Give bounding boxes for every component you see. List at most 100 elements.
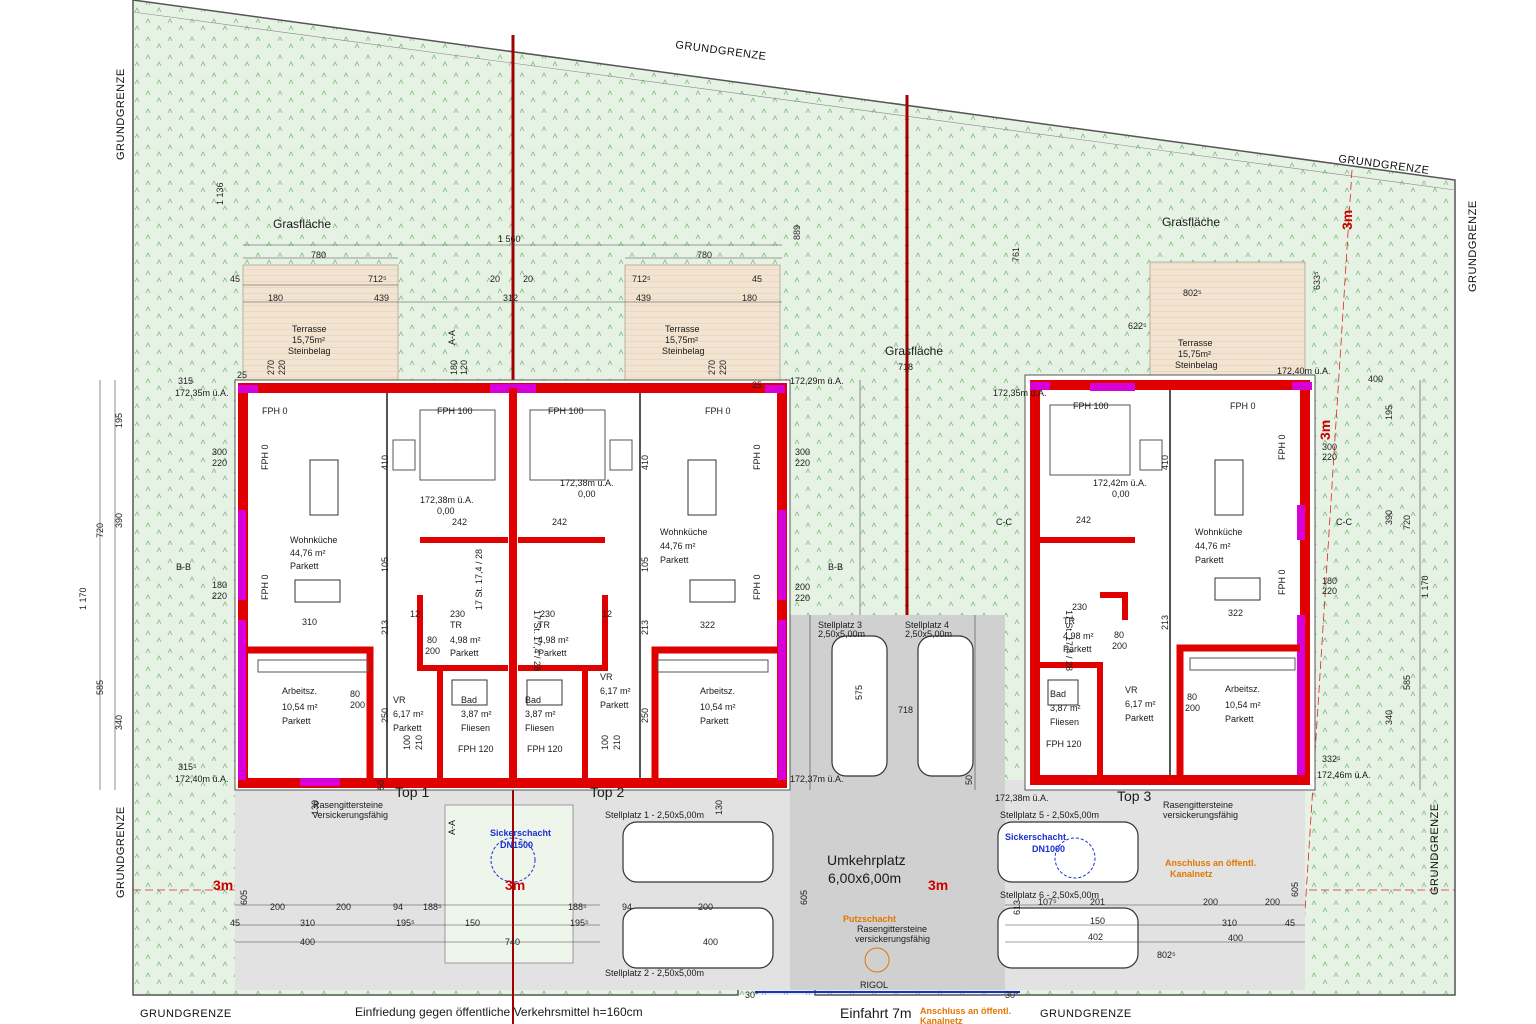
dim-250-1: 250 <box>380 708 390 723</box>
dim-105-1: 105 <box>380 557 390 572</box>
dim-180-3: 180 <box>1322 576 1337 586</box>
building-single-house <box>1024 374 1316 791</box>
dim-94-l: 94 <box>393 902 403 912</box>
dn1000-label: DN1000 <box>1032 844 1065 854</box>
dim-201: 201 <box>1090 897 1105 907</box>
grass-label-right: Grasfläche <box>1162 215 1220 229</box>
unit-label-top3: Top 3 <box>1117 788 1151 804</box>
car-icons <box>622 635 1139 969</box>
section-aa-bottom: A-A <box>447 820 457 835</box>
terrace-3-material: Steinbelag <box>1175 360 1218 370</box>
fph0-1: FPH 0 <box>262 406 288 416</box>
terrace-2-area: 15,75m² <box>665 335 698 345</box>
fph100-3: FPH 100 <box>1073 401 1109 411</box>
dim-100-1: 100 <box>402 735 412 750</box>
boundary-label-bottom-left: GRUNDGRENZE <box>140 1008 232 1020</box>
terrace-2 <box>624 264 781 384</box>
parking-3-size: 2,50x5,00m <box>818 629 865 639</box>
dim-315: 315 <box>178 376 193 386</box>
room-wohn-3-name: Wohnküche <box>1195 527 1242 537</box>
dim-220-2: 220 <box>718 360 728 375</box>
three-m-side: 3m <box>1317 420 1333 440</box>
parking-6: Stellplatz 6 - 2,50x5,00m <box>1000 890 1099 900</box>
putz-shaft-icon <box>864 947 890 973</box>
three-m-top: 3m <box>1339 210 1355 230</box>
dim-80-3: 80 <box>1114 630 1124 640</box>
dim-8025-bot: 802⁵ <box>1157 950 1176 960</box>
dim-180-l: 180 <box>268 293 283 303</box>
terrace-3-area: 15,75m² <box>1178 349 1211 359</box>
dim-402: 402 <box>1088 932 1103 942</box>
sicker-right-label: Sickerschacht <box>1005 832 1066 842</box>
level-corner-b3: 172,38m ü.A. <box>995 793 1049 803</box>
terrace-1 <box>242 264 399 384</box>
terrace-1-area: 15,75m² <box>292 335 325 345</box>
dim-250-2: 250 <box>640 708 650 723</box>
dim-718-top: 718 <box>898 362 913 372</box>
level-corner-br: 172,46m ü.A. <box>1317 770 1371 780</box>
dim-720-r: 720 <box>1402 515 1412 530</box>
dim-242-r: 242 <box>552 517 567 527</box>
room-vr-3-floor: Parkett <box>1125 713 1154 723</box>
room-vr-1-floor: Parkett <box>393 723 422 733</box>
dim-410-2: 410 <box>640 455 650 470</box>
dim-720-l: 720 <box>95 523 105 538</box>
room-vr-3-name: VR <box>1125 685 1138 695</box>
level-corner-bm: 172,37m ü.A. <box>790 774 844 784</box>
room-bad-3-floor: Fliesen <box>1050 717 1079 727</box>
dim-390-r: 390 <box>1384 510 1394 525</box>
dim-889: 889 <box>792 225 802 240</box>
dim-575: 575 <box>854 685 864 700</box>
dim-200-b1: 200 <box>270 902 285 912</box>
rasen-center-2: versickerungsfähig <box>855 934 930 944</box>
building-double-house <box>234 379 791 791</box>
dim-230-r: 230 <box>540 609 555 619</box>
room-arbeit-2-floor: Parkett <box>700 716 729 726</box>
dim-25-tr: 25 <box>752 380 762 390</box>
anschluss-right-2: Kanalnetz <box>1170 869 1213 879</box>
room-wohn-1-name: Wohnküche <box>290 535 337 545</box>
dim-1885-l: 188⁵ <box>423 902 442 912</box>
dim-242-3: 242 <box>1076 515 1091 525</box>
dim-7125-r: 712⁵ <box>632 274 651 284</box>
three-m-left: 3m <box>213 877 233 893</box>
grass-label-left: Grasfläche <box>273 217 331 231</box>
dim-8025-top: 802⁵ <box>1183 288 1202 298</box>
terrace-2-name: Terrasse <box>665 324 700 334</box>
section-aa-top: A-A <box>447 330 457 345</box>
dim-613: 613 <box>1012 900 1022 915</box>
rasen-right-2: versickerungsfähig <box>1163 810 1238 820</box>
sicker-shaft-left-icon <box>490 837 536 883</box>
room-arbeit-3-name: Arbeitsz. <box>1225 684 1260 694</box>
dim-195-l: 195 <box>114 413 124 428</box>
fph0-side-3: FPH 0 <box>752 444 762 470</box>
sicker-left-area <box>444 804 574 964</box>
dim-220-r: 220 <box>795 458 810 468</box>
dim-200-b4: 200 <box>1203 897 1218 907</box>
dim-213-1: 213 <box>380 620 390 635</box>
dim-120-terr: 120 <box>459 360 469 375</box>
boundary-label-right-top: GRUNDGRENZE <box>1467 200 1479 292</box>
dim-300-r: 300 <box>795 447 810 457</box>
dim-200-b5: 200 <box>1265 897 1280 907</box>
fph0-side-1: FPH 0 <box>260 444 270 470</box>
dim-6225: 622⁵ <box>1128 321 1147 331</box>
fph0-3: FPH 0 <box>1230 401 1256 411</box>
fph120-1: FPH 120 <box>458 744 494 754</box>
room-bad-2-area: 3,87 m² <box>525 709 556 719</box>
dim-780-l: 780 <box>311 250 326 260</box>
dim-30-r: 30° <box>1005 990 1019 1000</box>
dim-195-r: 195 <box>1384 405 1394 420</box>
room-vr-3-area: 6,17 m² <box>1125 699 1156 709</box>
boundary-top-left <box>132 11 1456 191</box>
room-bad-1-name: Bad <box>461 695 477 705</box>
dim-340-l: 340 <box>114 715 124 730</box>
dim-200-2: 200 <box>425 646 440 656</box>
room-arbeit-2-name: Arbeitsz. <box>700 686 735 696</box>
terrace-3 <box>1149 261 1306 378</box>
dim-80-200-2: 80 <box>427 635 437 645</box>
room-wohn-2-name: Wohnküche <box>660 527 707 537</box>
room-tr-1-name: TR <box>450 620 462 630</box>
fph120-3: FPH 120 <box>1046 739 1082 749</box>
section-bb-left: B-B <box>176 562 191 572</box>
